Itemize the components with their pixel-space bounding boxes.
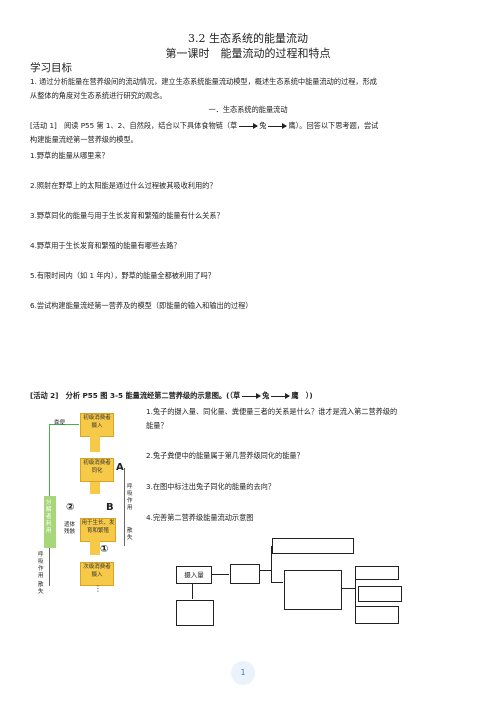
down-arrow-icon xyxy=(90,541,100,555)
question-1: 1.野草的能量从哪里来？ xyxy=(30,151,109,160)
down-arrow-icon xyxy=(90,436,100,452)
page-number: 1 xyxy=(231,661,255,685)
goals-heading: 学习目标 xyxy=(30,62,72,74)
chain-rabbit: 兔 xyxy=(259,121,267,130)
activity2-chain-rabbit: 兔 xyxy=(262,391,270,400)
activity1-intro: [活动 1] 阅读 P55 第 1、2、自然段，结合以下具体食物链（草 兔 鹰）。回… xyxy=(30,120,378,131)
remains-label: 遗体残骸 xyxy=(64,522,76,535)
arrow-icon xyxy=(242,392,262,399)
arrow-icon xyxy=(271,392,291,399)
activity2-q1b: 能量？ xyxy=(146,421,168,430)
activity2-q1a: 1.兔子的摄入量、同化量、粪便量三者的关系是什么？谁才是流入第二营养级的 xyxy=(146,407,398,416)
respiration-label: 呼吸作用 xyxy=(127,484,133,511)
primary-intake-box: 初级消费者摄入 xyxy=(80,413,114,437)
activity2-q4: 4.完善第二营养级能量流动示意图 xyxy=(146,513,254,522)
label-a: A xyxy=(116,462,124,473)
label-2: ② xyxy=(66,502,75,513)
activity2-chain-eagle: 鹰 ）) xyxy=(291,391,313,400)
question-6: 6.尝试构建能量流经第一营养及的模型（即能量的输入和输出的过程） xyxy=(30,301,253,310)
activity1-text-c: 构建能量流经第一营养级的模型。 xyxy=(30,135,138,144)
blank-box-top[interactable] xyxy=(272,538,354,554)
arrow-icon xyxy=(268,122,288,129)
blank-box-growth[interactable] xyxy=(284,570,342,610)
label-1: ① xyxy=(100,544,109,555)
question-2: 2.照射在野草上的太阳能是通过什么过程被其吸收利用的？ xyxy=(30,181,217,190)
goals-text-2: 从整体的角度对生态系统进行研究的观念。 xyxy=(30,91,167,100)
activity2-q3: 3.在图中标注出兔子同化的能量的去向？ xyxy=(146,482,276,491)
decomposer-band xyxy=(44,496,56,548)
page-subtitle: 第一课时 能量流动的过程和特点 xyxy=(165,47,331,60)
loss-label-right: 散失 xyxy=(127,528,133,541)
decomposer-label: 分解者利用 xyxy=(46,500,52,534)
ellipsis-icon: ⋮ xyxy=(94,584,102,593)
loss-label-left: 散失 xyxy=(38,582,44,595)
down-arrow-icon xyxy=(90,482,100,494)
secondary-intake-box: 次级消费者摄入 xyxy=(80,562,114,586)
intake-box: 摄入量 xyxy=(176,566,212,584)
arrow-icon xyxy=(239,122,259,129)
blank-box-assim[interactable] xyxy=(230,564,260,584)
question-4: 4.野草用于生长发育和繁殖的能量有哪些去路？ xyxy=(30,241,181,250)
blank-box-r3[interactable] xyxy=(355,606,399,624)
activity1-text-b: ）。回答以下思考题，尝试 xyxy=(295,121,379,130)
activity2-q2: 2.兔子粪便中的能量属于第几营养级同化的能量？ xyxy=(146,451,304,460)
activity1-text-a: [活动 1] 阅读 P55 第 1、2、自然段，结合以下具体食物链（草 xyxy=(30,121,238,130)
label-b: B xyxy=(106,502,114,513)
blank-box-r2[interactable] xyxy=(358,586,402,602)
activity2-heading: [活动 2] 分析 P55 图 3-5 能量流经第二营养级的示意图。(（草 兔 鹰 … xyxy=(30,390,313,401)
respiration-label-left: 呼吸作用 xyxy=(38,552,44,579)
page-title: 3.2 生态系统的能量流动 xyxy=(188,32,308,45)
question-5: 5.有限时间内（如 1 年内），野草的能量全都被利用了吗？ xyxy=(30,271,215,280)
chain-eagle: 鹰 xyxy=(288,121,296,130)
blank-box-feces[interactable] xyxy=(176,600,214,626)
feces-label: 粪便 xyxy=(54,420,66,426)
primary-assim-box: 初级消费者同化 xyxy=(80,458,114,482)
activity2-heading-a: [活动 2] 分析 P55 图 3-5 能量流经第二营养级的示意图。(（草 xyxy=(30,391,241,400)
growth-box: 用于生长、发育和繁殖 xyxy=(80,518,116,542)
goals-text-1: 1. 通过分析能量在营养级间的流动情况，建立生态系统能量流动模型，概述生态系统中… xyxy=(30,77,377,86)
question-3: 3.野草同化的能量与用于生长发育和繁殖的能量有什么关系？ xyxy=(30,211,224,220)
blank-box-r1[interactable] xyxy=(355,566,399,580)
section1-heading: 一．生态系统的能量流动 xyxy=(208,105,288,114)
